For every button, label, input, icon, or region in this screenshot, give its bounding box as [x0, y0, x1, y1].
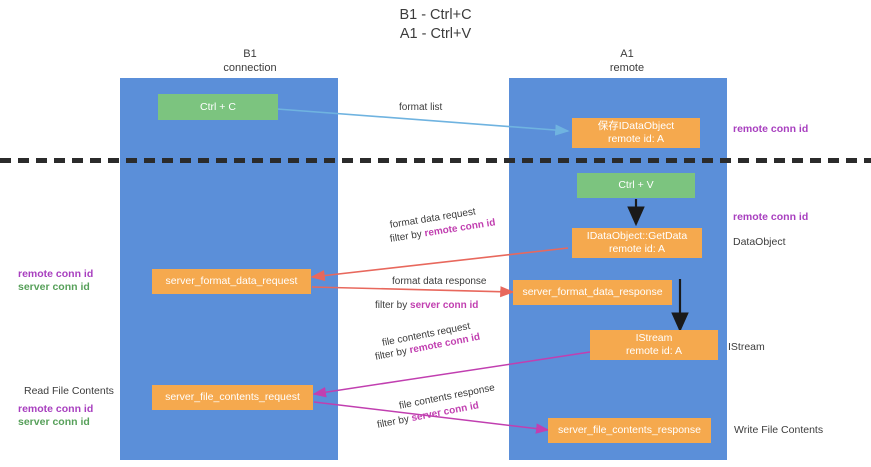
annotation-write-file-contents: Write File Contents — [734, 424, 824, 436]
column-header-left: B1 connection — [223, 48, 277, 74]
filter-prefix: filter by — [375, 300, 411, 311]
annotation-remote-conn-id-top: remote conn id — [733, 123, 809, 135]
annotation-left-remote-conn-id-mid: remote conn id — [18, 268, 94, 280]
annotation-read-file-contents: Read File Contents — [24, 385, 114, 397]
box-ctrl-v[interactable]: Ctrl + V — [577, 173, 695, 198]
filter-prefix: filter by — [374, 345, 411, 363]
box-server-file-contents-request[interactable]: server_file_contents_request — [152, 385, 313, 410]
annotation-istream: IStream — [728, 341, 765, 353]
column-header-right: A1 remote — [609, 48, 645, 74]
edge-label-format-list: format list — [399, 102, 443, 113]
diagram-title: B1 - Ctrl+C A1 - Ctrl+V — [399, 7, 472, 42]
box-istream[interactable]: IStream remote id: A — [590, 330, 718, 360]
edge-label-format-data-response-filter: filter by server conn id — [375, 299, 478, 312]
phase-divider — [0, 158, 871, 163]
box-server-format-data-response[interactable]: server_format_data_response — [513, 280, 672, 305]
edge-label-format-data-response: format data response — [392, 276, 487, 287]
annotation-remote-conn-id-mid: remote conn id — [733, 211, 809, 223]
box-idataobject-getdata[interactable]: IDataObject::GetData remote id: A — [572, 228, 702, 258]
filter-prefix: filter by — [376, 413, 413, 431]
box-store-idataobject[interactable]: 保存IDataObject remote id: A — [572, 118, 700, 148]
annotation-left-server-conn-id-mid: server conn id — [18, 281, 90, 293]
box-ctrl-c[interactable]: Ctrl + C — [158, 94, 278, 120]
annotation-dataobject: DataObject — [733, 236, 786, 248]
box-server-file-contents-response[interactable]: server_file_contents_response — [548, 418, 711, 443]
filter-value-server-conn-id: server conn id — [410, 300, 479, 311]
box-server-format-data-request[interactable]: server_format_data_request — [152, 269, 311, 294]
annotation-left-server-conn-id-bottom: server conn id — [18, 416, 90, 428]
annotation-left-remote-conn-id-bottom: remote conn id — [18, 403, 94, 415]
